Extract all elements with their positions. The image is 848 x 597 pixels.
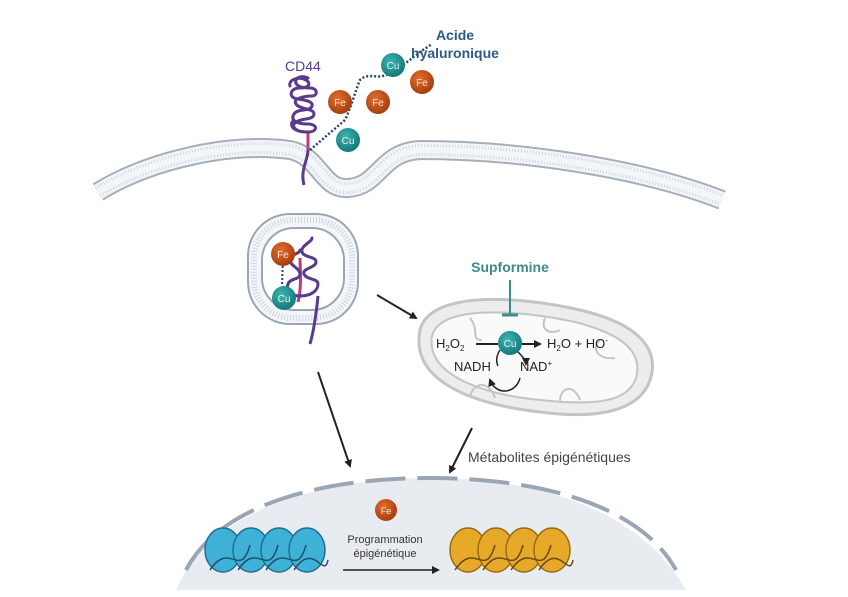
svg-text:Fe: Fe <box>381 506 392 516</box>
hyaluronic-acid-label-line2: hyaluronique <box>411 45 499 61</box>
nad-regeneration-arrow <box>488 377 521 392</box>
svg-text:Cu: Cu <box>504 339 517 350</box>
h2o2-label: H2O2 <box>436 336 465 353</box>
epigenetic-programming-line1: Programmation <box>347 534 422 546</box>
hyaluronic-acid-chain <box>309 42 433 151</box>
nad-cycle-arrow <box>517 351 530 366</box>
svg-text:Cu: Cu <box>278 294 291 305</box>
mitochondrion <box>417 297 654 417</box>
mito-to-nucleus-arrow <box>449 427 473 474</box>
svg-text:Fe: Fe <box>277 250 289 261</box>
hyaluronic-acid-label-line1: Acide <box>436 27 474 43</box>
nucleosomes-orange <box>449 527 574 573</box>
supformine-label: Supformine <box>471 259 549 275</box>
endosome <box>247 213 359 325</box>
products-label: H2O + HO- <box>547 336 608 353</box>
mito-copper-ion: Cu <box>498 331 522 355</box>
nadh-cycle-left <box>495 349 501 367</box>
epigenetic-programming-line2: épigénétique <box>353 548 416 560</box>
endosome-iron-ion: Fe <box>271 242 295 266</box>
copper-ion-bottom: Cu <box>336 128 360 152</box>
svg-text:Cu: Cu <box>342 136 355 147</box>
endosome-to-mito-arrow <box>376 294 418 320</box>
endosome-to-nucleus-arrow <box>317 371 352 468</box>
copper-ion-top: Cu <box>381 53 405 77</box>
svg-text:Fe: Fe <box>416 78 428 89</box>
iron-ion-left: Fe <box>328 90 352 114</box>
nadh-label: NADH <box>454 359 491 374</box>
cd44-label: CD44 <box>285 58 321 74</box>
nucleus-iron-ion: Fe <box>375 499 397 521</box>
nucleosomes-blue <box>204 527 329 573</box>
iron-ion-middle: Fe <box>366 90 390 114</box>
svg-text:Fe: Fe <box>334 98 346 109</box>
svg-text:Fe: Fe <box>372 98 384 109</box>
svg-text:Cu: Cu <box>387 61 400 72</box>
cd44-receptor <box>288 75 318 186</box>
cell-membrane <box>92 138 726 210</box>
epigenetic-metabolites-label: Métabolites épigénétiques <box>468 449 631 465</box>
endosome-copper-ion: Cu <box>272 286 296 310</box>
iron-ion-right: Fe <box>410 70 434 94</box>
